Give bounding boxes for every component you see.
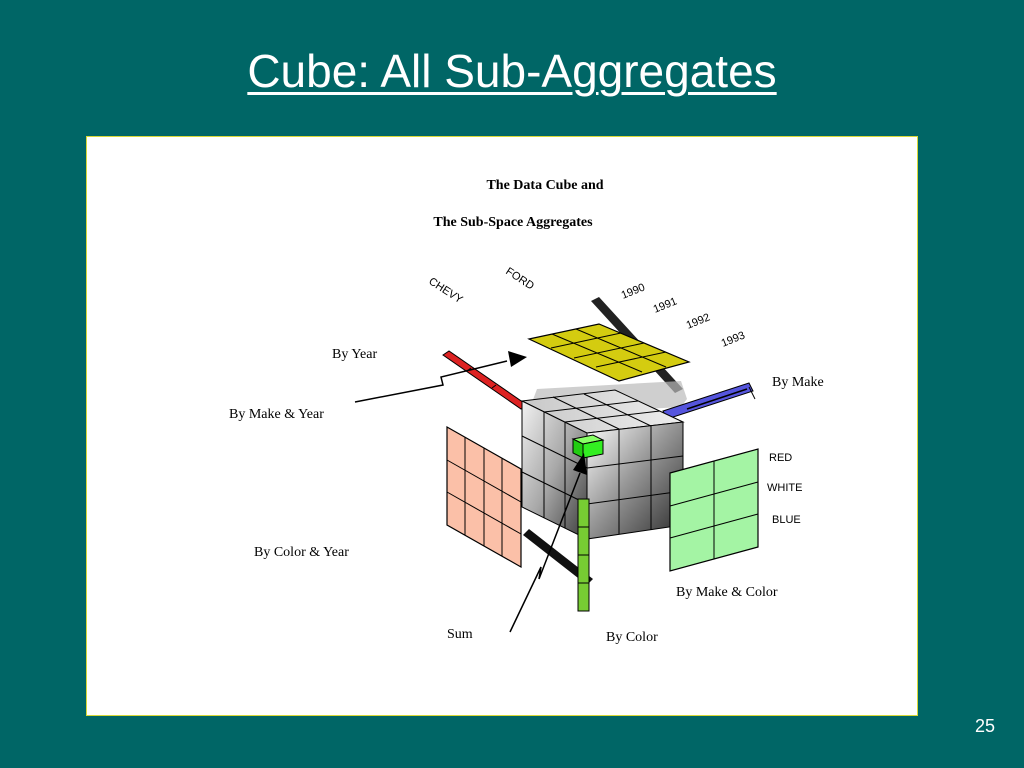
make-label-chevy: CHEVY (426, 275, 465, 306)
sum-arrow (509, 453, 587, 633)
color-label-red: RED (769, 452, 792, 464)
by-year-arrow (354, 351, 527, 403)
diagram-panel: The Data Cube and The Sub-Space Aggregat… (86, 136, 918, 716)
page-number: 25 (974, 716, 996, 736)
by-make-bar-end (748, 386, 756, 400)
by-make-color-plane (669, 448, 759, 572)
by-year-bar-divider (491, 384, 497, 389)
data-cube (520, 389, 685, 540)
diagram-title-line2: The Sub-Space Aggregates (433, 215, 593, 230)
by-make-year-plane (527, 323, 691, 382)
data-cube-diagram: The Data Cube and The Sub-Space Aggregat… (229, 178, 824, 645)
label-by-year: By Year (332, 347, 377, 362)
label-by-make-year: By Make & Year (229, 407, 324, 422)
by-color-bar (577, 498, 590, 612)
year-label-1990: 1990 (620, 281, 647, 301)
year-label-1991: 1991 (652, 295, 679, 315)
by-color-year-plane (446, 425, 522, 569)
slide-title: Cube: All Sub-Aggregates (247, 45, 777, 97)
make-label-ford: FORD (503, 265, 536, 292)
diagram-title-line1: The Data Cube and (486, 178, 603, 193)
color-label-blue: BLUE (772, 514, 801, 526)
sum-cell (571, 434, 605, 459)
label-by-color: By Color (606, 630, 658, 645)
color-label-white: WHITE (767, 482, 802, 494)
year-label-1992: 1992 (685, 311, 712, 331)
cube-base-bar (523, 529, 593, 585)
label-by-make: By Make (772, 375, 824, 390)
by-make-leader (686, 388, 748, 410)
year-label-1993: 1993 (720, 329, 747, 349)
label-by-make-color: By Make & Color (676, 585, 778, 600)
label-sum: Sum (447, 627, 473, 642)
label-by-color-year: By Color & Year (254, 545, 349, 560)
